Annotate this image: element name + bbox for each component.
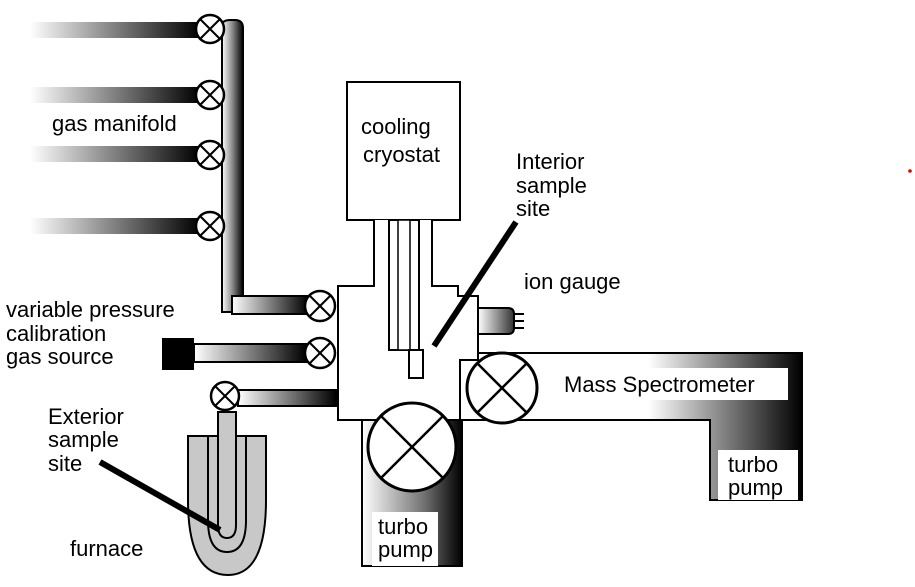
turbo-right-label-box [718, 450, 798, 500]
turbo-center-label-box [372, 512, 438, 566]
turbo-center-label-line1: turbo [378, 514, 428, 539]
furnace-label: furnace [70, 536, 143, 561]
valve-icon [209, 380, 241, 412]
valve-icon [194, 210, 226, 242]
mass-spectrometer-label: Mass Spectrometer [564, 372, 755, 397]
gas-source-label: gas source [6, 344, 114, 369]
valve-icon [303, 289, 337, 323]
cryostat-box [346, 81, 461, 221]
valve-icon [194, 139, 226, 171]
interior-label-line3: site [516, 196, 550, 221]
gas-manifold-label: gas manifold [52, 111, 177, 136]
mass-spectrometer-label-box [560, 368, 788, 400]
variable-pressure-label: variable pressure [6, 297, 175, 322]
valve-icon [366, 401, 458, 493]
calibration-pipe [193, 343, 307, 363]
manifold-vertical-pipe [221, 19, 244, 313]
calibration-source-block [162, 338, 194, 370]
exterior-label-line3: site [48, 451, 82, 476]
turbo-right-label-line2: pump [728, 475, 783, 500]
valve-icon [194, 79, 226, 111]
exterior-sample-pointer [98, 459, 222, 533]
exterior-label-line2: sample [48, 427, 119, 452]
manifold-line-4 [30, 218, 200, 234]
gas-manifold [30, 19, 309, 315]
cold-finger [388, 219, 424, 379]
calibration-label: calibration [6, 321, 106, 346]
turbo-center-label-line2: pump [378, 537, 433, 562]
valve-icon [465, 351, 539, 425]
interior-sample-pointer [431, 220, 519, 348]
cryostat-label: cryostat [363, 142, 440, 167]
ion-gauge-icon [477, 307, 524, 335]
manifold-line-1 [30, 22, 200, 38]
ion-gauge-label: ion gauge [524, 269, 621, 294]
valve-icon [194, 13, 226, 45]
red-marker-dot [908, 169, 912, 173]
exterior-sample-pipe [237, 389, 337, 407]
exterior-label-line1: Exterior [48, 404, 124, 429]
furnace [187, 411, 267, 577]
interior-label-line2: sample [516, 173, 587, 198]
manifold-line-3 [30, 146, 200, 162]
interior-label-line1: Interior [516, 149, 584, 174]
cooling-label: cooling [361, 114, 431, 139]
interior-sample [408, 349, 424, 379]
manifold-line-2 [30, 87, 200, 103]
valve-icon [303, 336, 337, 370]
turbo-right-label-line1: turbo [728, 452, 778, 477]
manifold-connector-pipe [231, 295, 309, 315]
